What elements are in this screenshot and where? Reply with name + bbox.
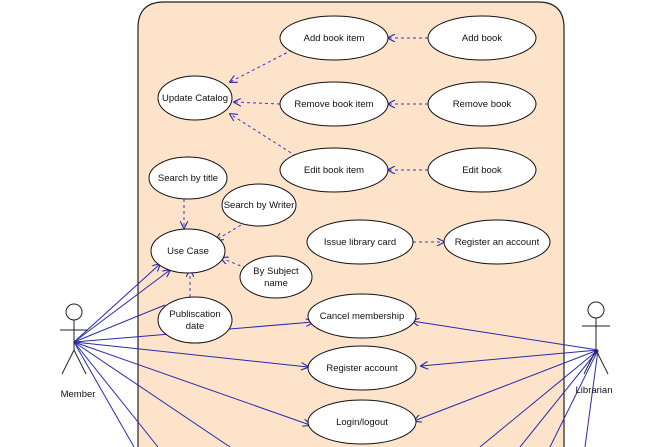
- svg-text:By Subject: By Subject: [253, 266, 299, 277]
- svg-text:Issue library card: Issue library card: [324, 237, 396, 248]
- usecase-use-case: Use Case: [150, 228, 226, 274]
- usecase-add-book: Add book: [427, 15, 537, 61]
- usecase-search-by-writer: Search by Writer: [221, 183, 297, 227]
- svg-text:Update Catalog: Update Catalog: [162, 93, 228, 104]
- svg-text:Add book item: Add book item: [304, 33, 365, 44]
- association-links: [73, 264, 599, 447]
- svg-text:Add book: Add book: [462, 33, 502, 44]
- usecase-search-by-title: Search by title: [148, 156, 228, 200]
- usecase-remove-book-item: Remove book item: [279, 81, 389, 127]
- svg-text:Cancel membership: Cancel membership: [320, 311, 404, 322]
- usecase-edit-book-item: Edit book item: [279, 147, 389, 193]
- usecase-issue-library-card: Issue library card: [306, 219, 414, 265]
- svg-text:Register an account: Register an account: [455, 237, 540, 248]
- svg-text:Register account: Register account: [326, 363, 398, 374]
- svg-text:Remove book item: Remove book item: [294, 99, 373, 110]
- svg-text:Remove book: Remove book: [453, 99, 512, 110]
- svg-text:Search by Writer: Search by Writer: [224, 200, 295, 211]
- dep-subject-to-usecase: [221, 258, 247, 269]
- svg-text:Edit book item: Edit book item: [304, 165, 364, 176]
- svg-text:Edit book: Edit book: [462, 165, 502, 176]
- usecase-edit-book: Edit book: [427, 147, 537, 193]
- svg-text:Publiscation: Publiscation: [169, 309, 220, 320]
- svg-text:Search by title: Search by title: [158, 173, 218, 184]
- svg-text:Login/logout: Login/logout: [336, 417, 388, 428]
- usecase-register-account: Register account: [307, 345, 417, 391]
- actor-member-label: Member: [61, 389, 96, 400]
- dependency-links: [184, 38, 444, 297]
- usecase-add-book-item: Add book item: [279, 15, 389, 61]
- svg-text:name: name: [264, 278, 288, 289]
- usecase-remove-book: Remove book: [427, 81, 537, 127]
- actor-member: Member: [60, 303, 96, 400]
- dep-remove-item-to-catalog: [234, 102, 281, 104]
- dep-edit-item-to-catalog: [230, 114, 297, 157]
- svg-text:date: date: [186, 321, 205, 332]
- actor-librarian: Librarian: [576, 301, 613, 396]
- usecase-login-logout: Login/logout: [307, 399, 417, 445]
- usecase-update-catalog: Update Catalog: [157, 75, 233, 121]
- usecase-cancel-membership: Cancel membership: [307, 293, 417, 339]
- usecase-register-an-account: Register an account: [443, 219, 551, 265]
- usecase-by-subject-name: By Subject name: [239, 255, 313, 299]
- actor-librarian-label: Librarian: [576, 385, 613, 396]
- svg-text:Use Case: Use Case: [167, 246, 209, 257]
- usecase-publication-date: Publiscation date: [157, 296, 233, 344]
